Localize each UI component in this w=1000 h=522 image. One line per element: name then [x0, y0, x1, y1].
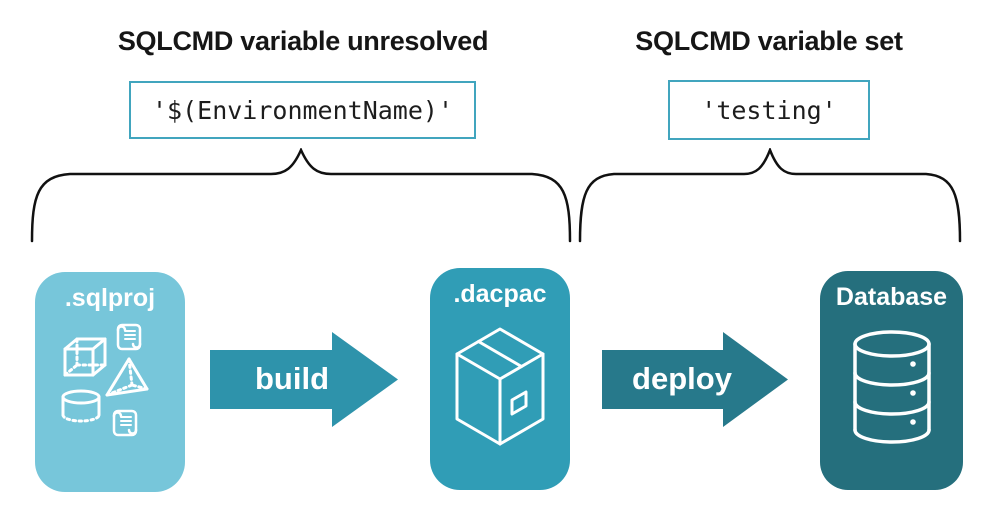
database-icon: [852, 330, 931, 444]
dacpac-node: .dacpac: [430, 268, 570, 490]
sqlcmd-variable-set-box: 'testing': [668, 80, 870, 140]
right-brace: [578, 148, 962, 243]
build-arrow-label: build: [254, 361, 330, 396]
deploy-arrow: [602, 332, 788, 427]
sqlcmd-variable-set-value: 'testing': [701, 95, 837, 125]
database-node: Database: [820, 271, 963, 490]
left-brace: [30, 148, 572, 243]
dacpac-node-label: .dacpac: [453, 280, 547, 308]
database-node-label: Database: [835, 283, 948, 311]
sqlproj-node-label: .sqlproj: [64, 284, 156, 312]
right-group-heading: SQLCMD variable set: [635, 26, 903, 56]
package-icon: [455, 327, 545, 446]
build-arrow: [210, 332, 398, 427]
sql-objects-icon: [61, 323, 149, 437]
deploy-arrow-label: deploy: [632, 361, 732, 396]
left-group-heading: SQLCMD variable unresolved: [117, 26, 489, 56]
sqlproj-node: .sqlproj: [35, 272, 185, 492]
sqlcmd-variable-unresolved-value: '$(EnvironmentName)': [151, 95, 454, 125]
sqlcmd-variable-unresolved-box: '$(EnvironmentName)': [129, 81, 476, 139]
